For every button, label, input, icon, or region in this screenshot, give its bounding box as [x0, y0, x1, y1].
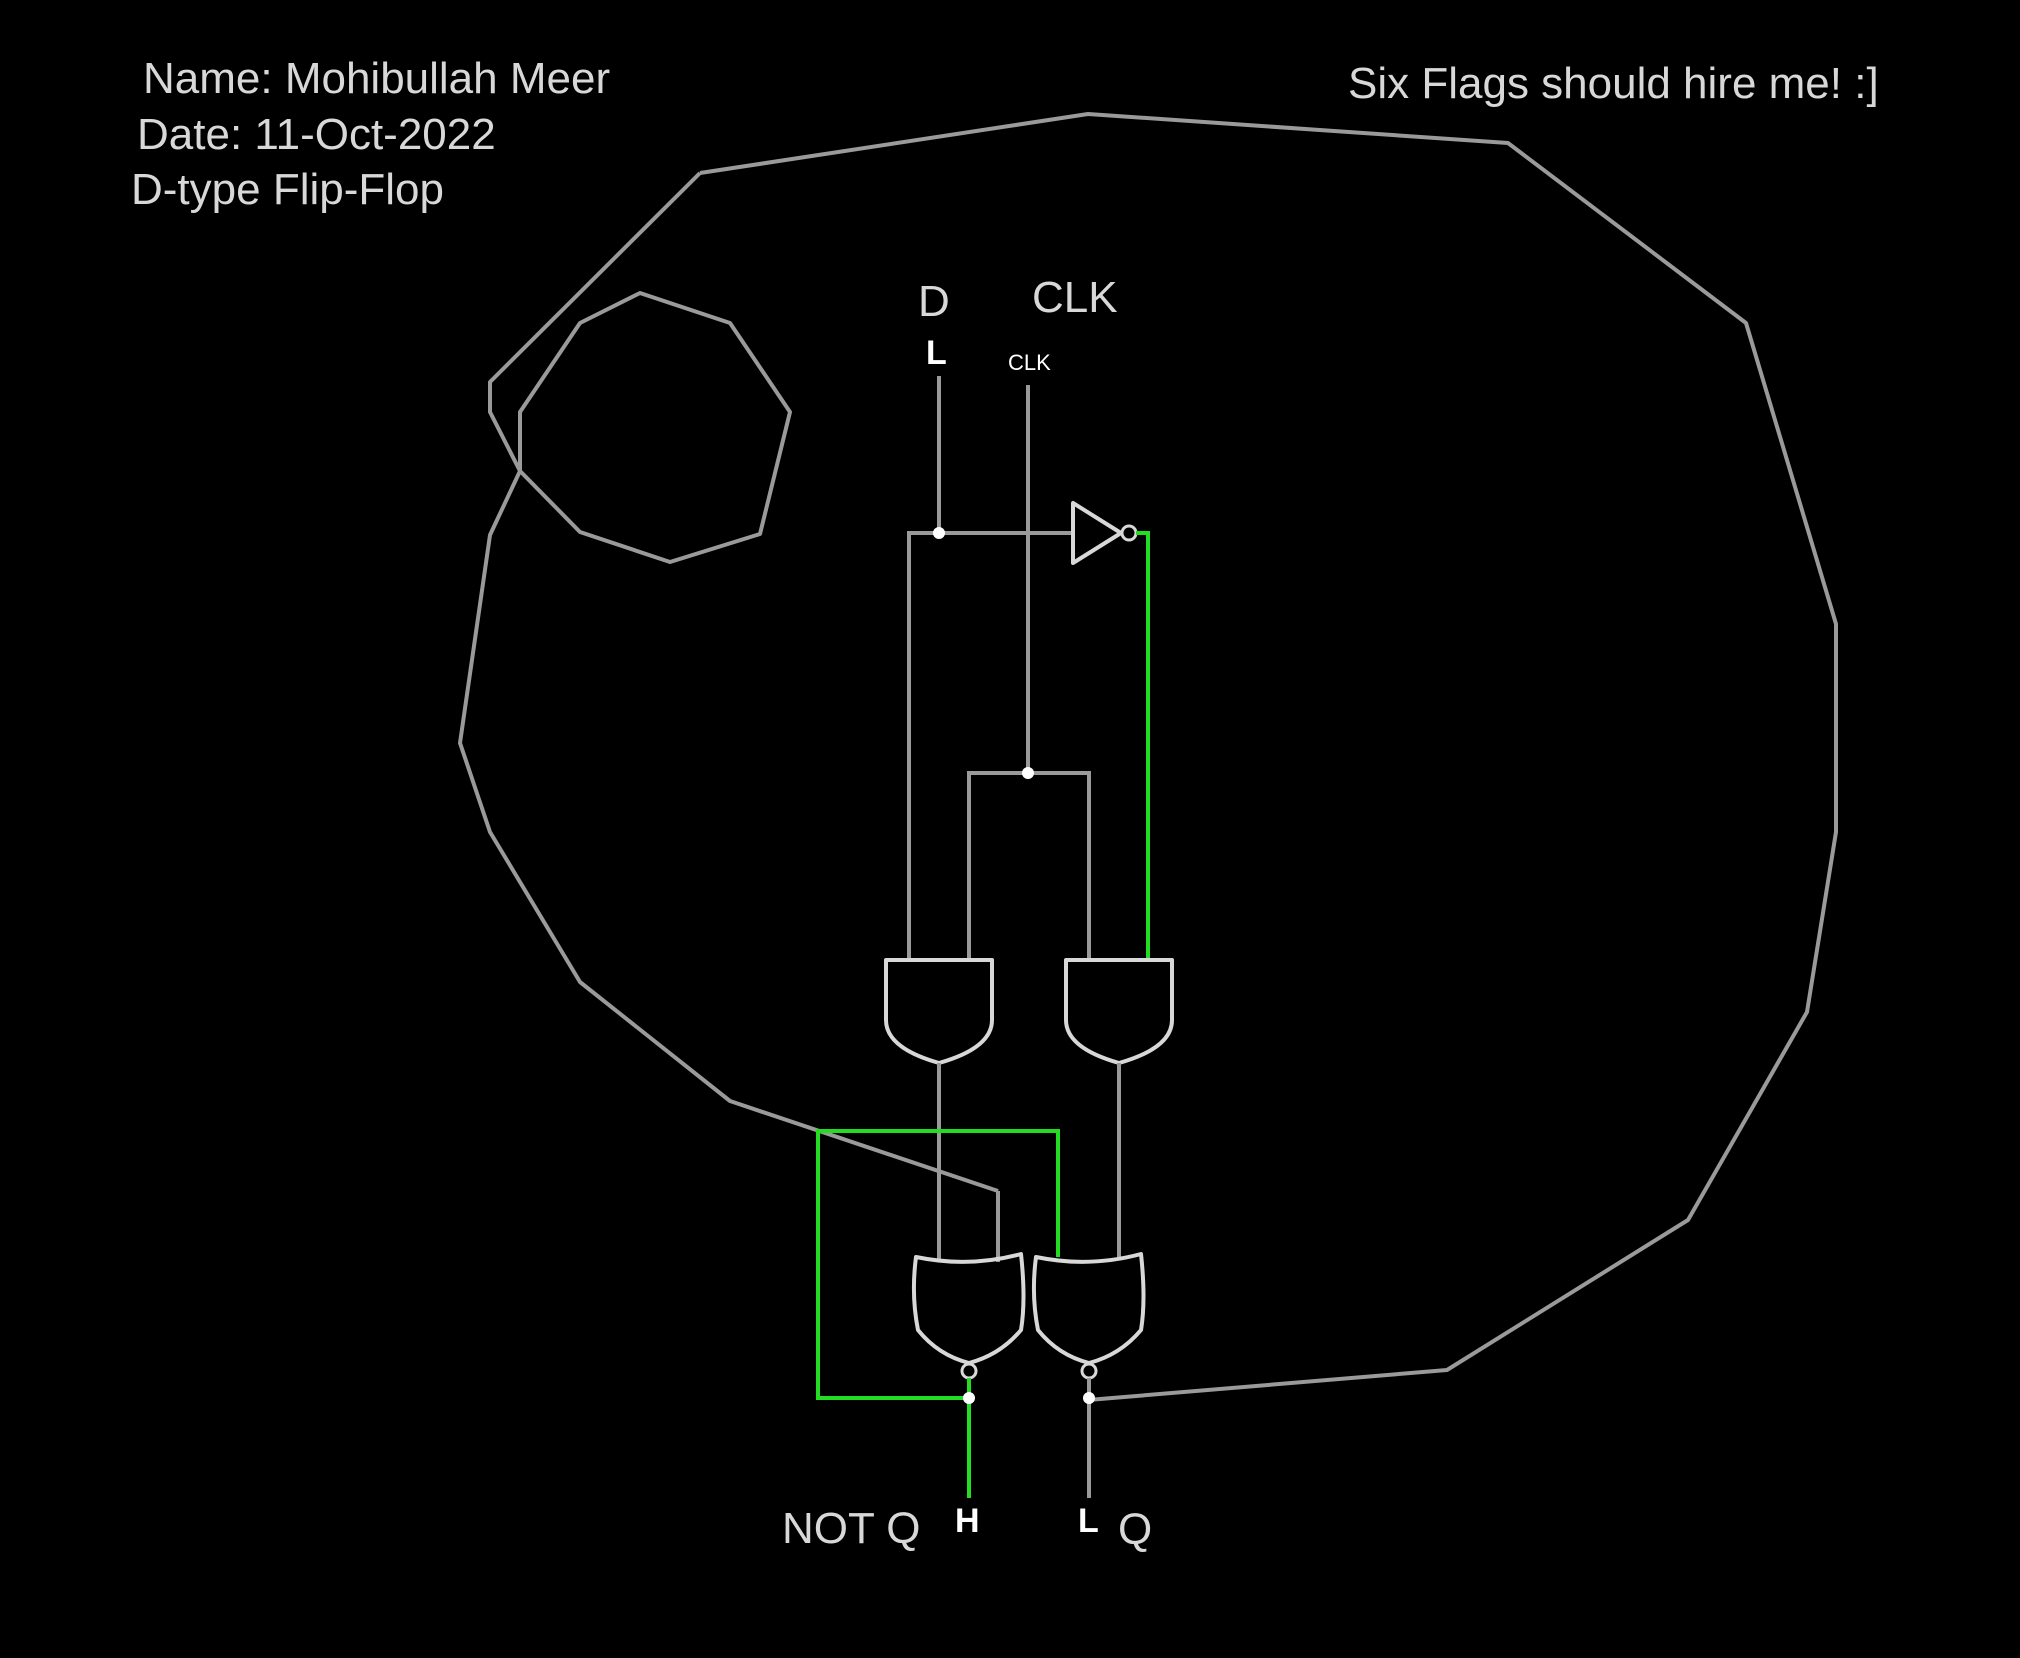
header-note: Six Flags should hire me! :] [1348, 59, 1879, 108]
not-gate [1071, 501, 1123, 565]
wire-clk-branch [967, 771, 1091, 960]
nor-gate-left [911, 1252, 1026, 1365]
clk-button[interactable]: CLK [1008, 350, 1051, 375]
d-input-toggle[interactable]: L [926, 334, 947, 372]
wire-not-to-and-right [1136, 531, 1150, 960]
author-name: Name: Mohibullah Meer [143, 54, 611, 103]
q-label: Q [1118, 1505, 1153, 1554]
junction-d [933, 527, 945, 539]
decorative-loop-large-left [458, 171, 999, 1193]
date-label: Date: 11-Oct-2022 [137, 110, 496, 159]
nor-gate-right [1031, 1252, 1146, 1365]
and-gate-left [884, 958, 994, 1065]
decorative-loop-small [518, 291, 792, 564]
wire-feedback-high [816, 1129, 1060, 1400]
q-state: L [1078, 1502, 1099, 1540]
decorative-loop-large [699, 112, 1838, 1402]
wire-d-to-and-left [907, 531, 1073, 960]
junction-clk [1022, 767, 1034, 779]
d-input-label: D [918, 277, 950, 326]
clk-input-label: CLK [1032, 273, 1118, 322]
and-gate-right [1064, 958, 1174, 1065]
not-q-label: NOT Q [782, 1504, 921, 1553]
nor-gate-left-bubble [960, 1362, 978, 1380]
nor-gate-right-bubble [1080, 1362, 1098, 1380]
junction-q [1083, 1392, 1095, 1404]
not-q-state: H [955, 1502, 980, 1540]
not-gate-bubble [1120, 524, 1138, 542]
circuit-title: D-type Flip-Flop [131, 165, 444, 214]
junction-not-q [963, 1392, 975, 1404]
